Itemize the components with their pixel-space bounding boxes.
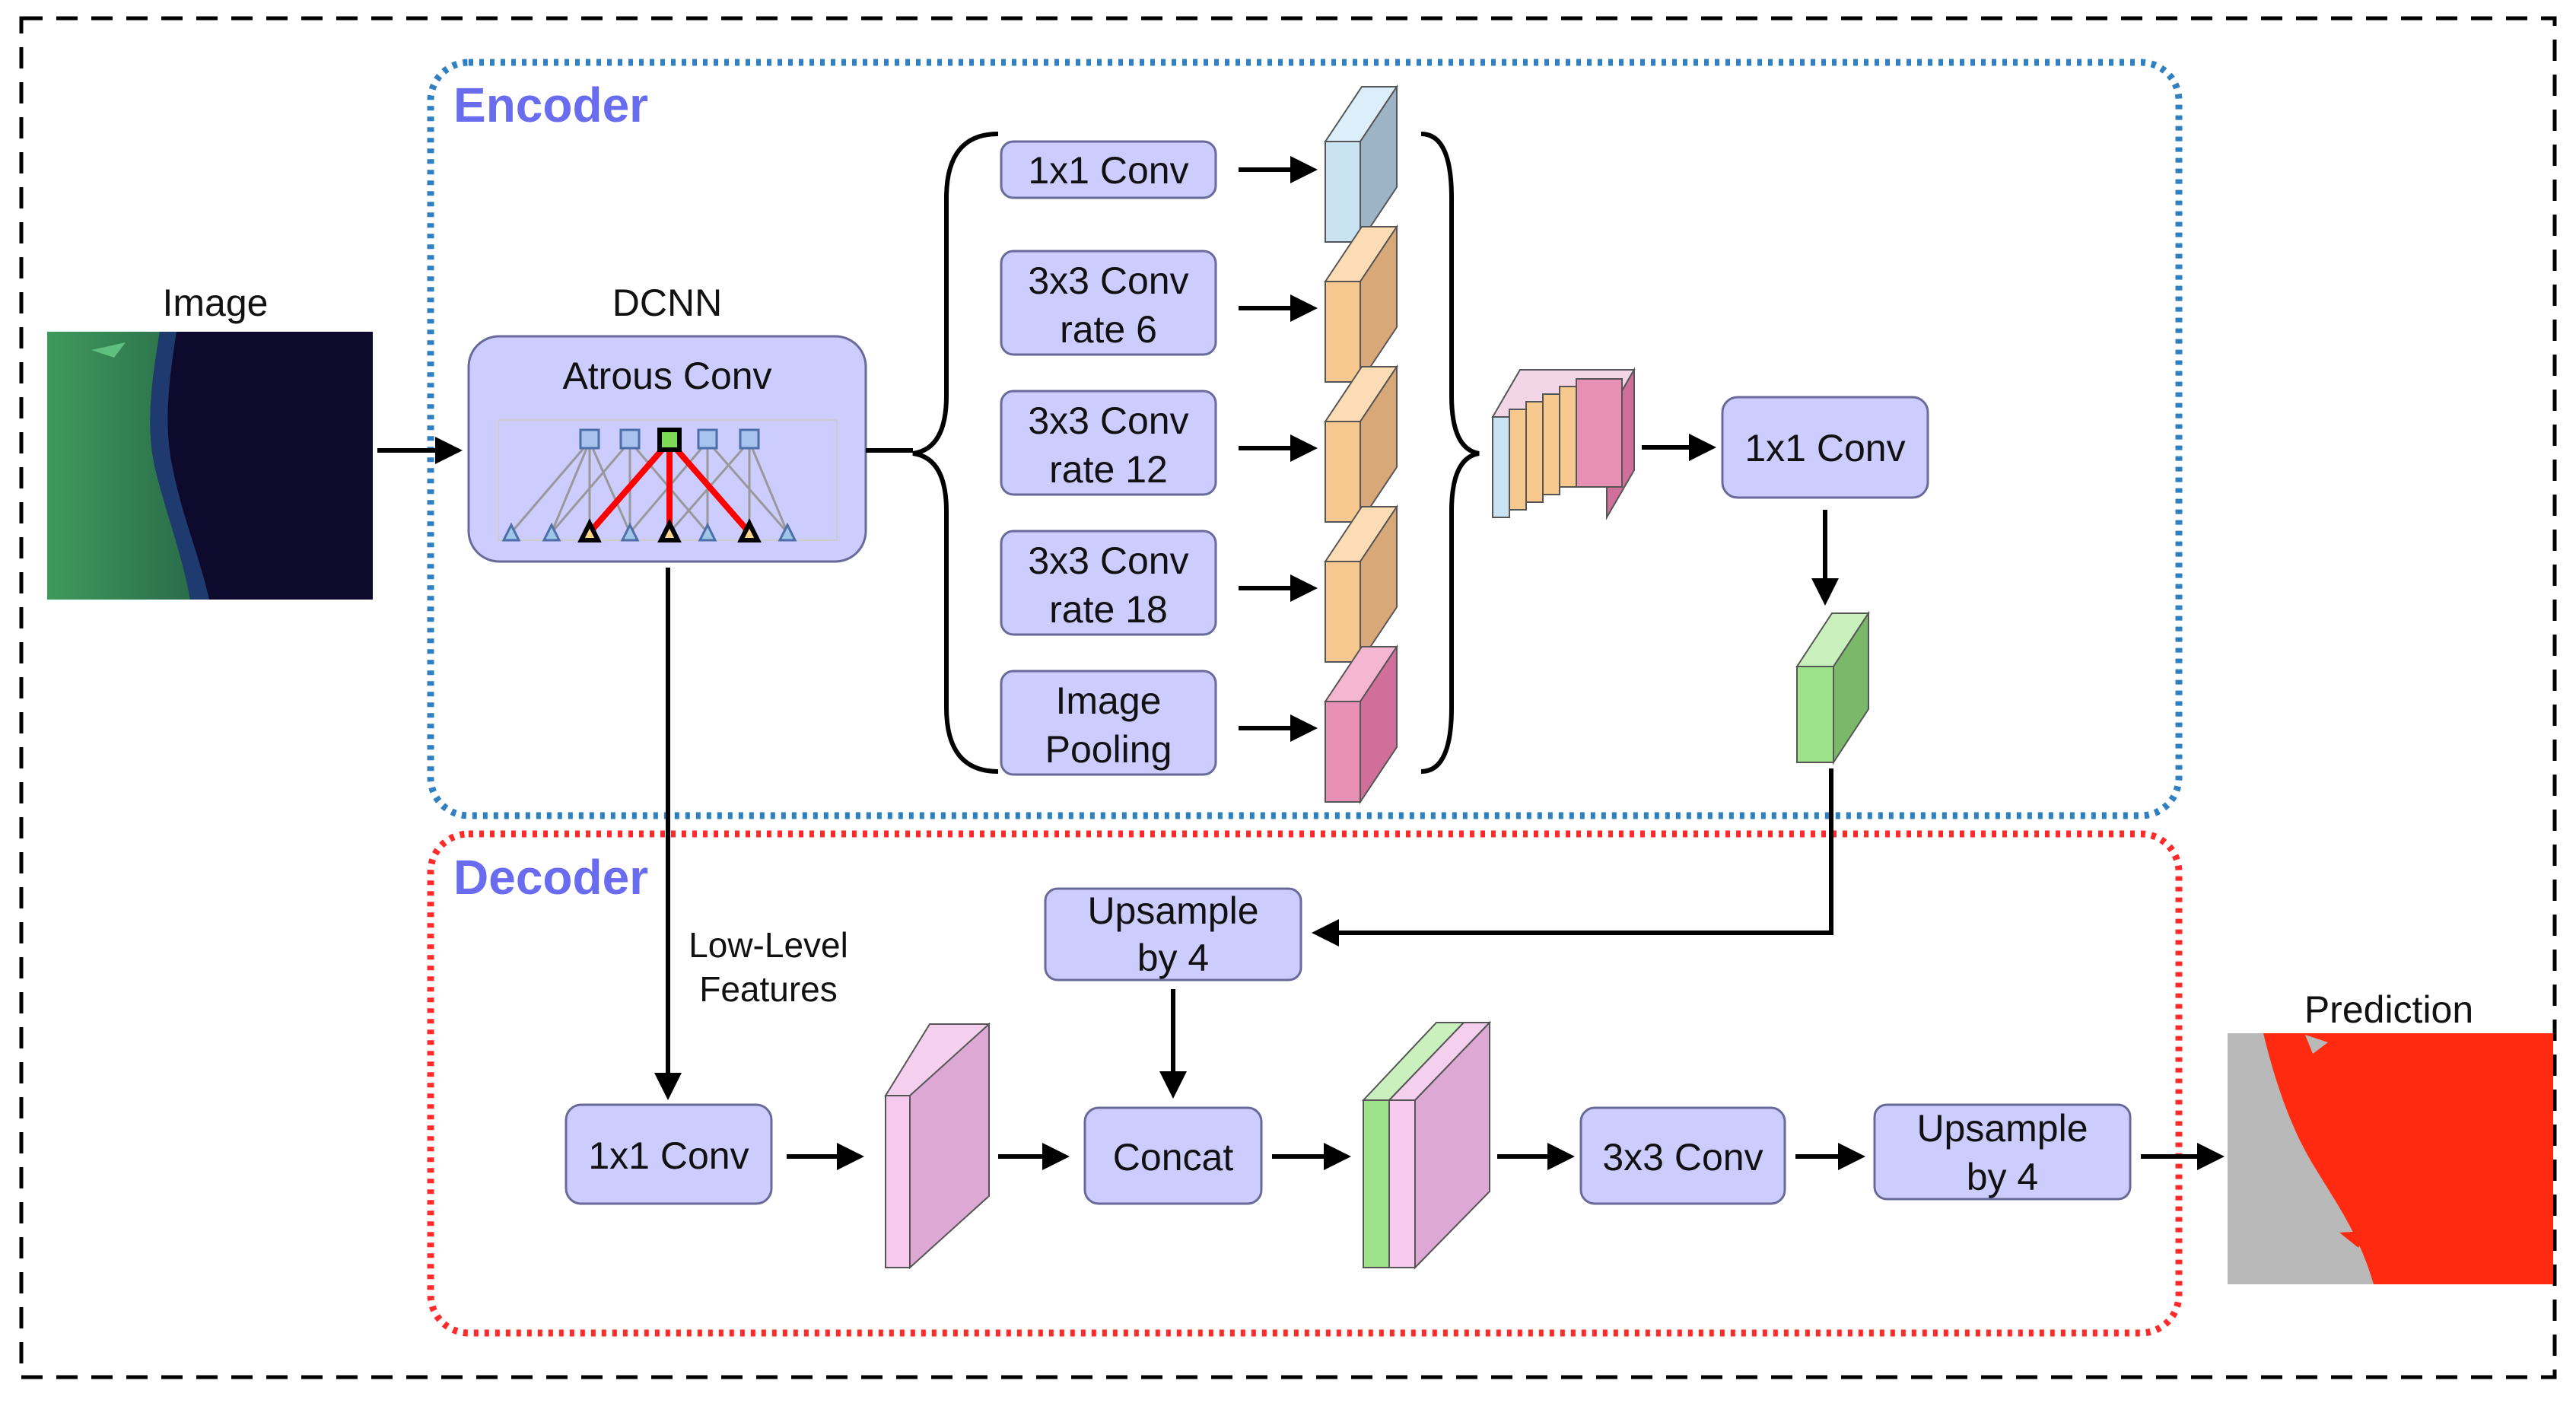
aspp-rate18-box: 3x3 Conv rate 18 bbox=[1000, 530, 1217, 636]
decoder-1x1-conv-label: 1x1 Conv bbox=[588, 1134, 749, 1177]
concat-box: Concat bbox=[1083, 1106, 1263, 1205]
feature-block-pink-pooling bbox=[1324, 644, 1398, 805]
atrous-conv-illustration bbox=[498, 419, 838, 542]
aspp-pooling-line1: Image bbox=[1056, 679, 1162, 722]
image-label: Image bbox=[163, 282, 269, 324]
atrous-conv-label: Atrous Conv bbox=[562, 355, 771, 397]
concat-label: Concat bbox=[1113, 1136, 1234, 1179]
encoder-title: Encoder bbox=[453, 78, 648, 132]
aspp-rate18-line1: 3x3 Conv bbox=[1028, 539, 1188, 582]
aspp-1x1-conv-box: 1x1 Conv bbox=[1000, 140, 1217, 199]
feature-block-orange-rate6 bbox=[1324, 224, 1398, 385]
low-level-feature-block bbox=[884, 1022, 991, 1270]
upsample2-line2: by 4 bbox=[1967, 1156, 2039, 1198]
upsample-box-1: Upsample by 4 bbox=[1044, 887, 1302, 981]
low-level-line1: Low-Level bbox=[689, 925, 848, 965]
left-brace bbox=[912, 132, 999, 774]
outer-frame bbox=[19, 16, 2557, 1379]
upsample-box-2: Upsample by 4 bbox=[1873, 1103, 2132, 1201]
aspp-1x1-conv-label: 1x1 Conv bbox=[1028, 149, 1188, 192]
feature-block-orange-rate18 bbox=[1324, 504, 1398, 665]
low-level-line2: Features bbox=[699, 969, 838, 1009]
aspp-rate6-box: 3x3 Conv rate 6 bbox=[1000, 250, 1217, 356]
aspp-rate6-line1: 3x3 Conv bbox=[1028, 259, 1188, 302]
decoder-3x3-conv-box: 3x3 Conv bbox=[1579, 1106, 1786, 1205]
feature-block-orange-rate12 bbox=[1324, 364, 1398, 525]
concatenated-features-stack bbox=[1491, 367, 1636, 520]
decoder-title: Decoder bbox=[453, 850, 648, 905]
arrow-green-to-upsample bbox=[1312, 768, 1833, 946]
decoder-3x3-conv-label: 3x3 Conv bbox=[1602, 1136, 1763, 1179]
encoder-1x1-conv-label: 1x1 Conv bbox=[1744, 427, 1905, 469]
encoder-1x1-conv-box: 1x1 Conv bbox=[1721, 396, 1929, 499]
prediction-label: Prediction bbox=[2304, 988, 2473, 1031]
upsample1-line2: by 4 bbox=[1137, 937, 1210, 979]
aspp-image-pooling-box: Image Pooling bbox=[1000, 670, 1217, 776]
input-image bbox=[47, 332, 373, 600]
prediction-image bbox=[2228, 1033, 2553, 1284]
aspp-rate12-line2: rate 12 bbox=[1049, 448, 1168, 491]
upsample1-line1: Upsample bbox=[1087, 889, 1258, 932]
aspp-rate12-box: 3x3 Conv rate 12 bbox=[1000, 390, 1217, 496]
upsample2-line1: Upsample bbox=[1916, 1107, 2088, 1150]
right-brace bbox=[1420, 132, 1480, 774]
aspp-pooling-line2: Pooling bbox=[1045, 728, 1172, 771]
decoder-1x1-conv-box: 1x1 Conv bbox=[564, 1103, 773, 1205]
dcnn-label: DCNN bbox=[612, 282, 722, 324]
aspp-rate18-line2: rate 18 bbox=[1049, 588, 1168, 631]
feature-block-blue bbox=[1324, 84, 1398, 245]
aspp-rate6-line2: rate 6 bbox=[1060, 308, 1157, 351]
encoder-output-block bbox=[1795, 610, 1870, 765]
aspp-rate12-line1: 3x3 Conv bbox=[1028, 399, 1188, 442]
concatenated-decoder-block bbox=[1361, 1020, 1492, 1270]
decoder-region bbox=[427, 830, 2183, 1337]
encoder-region bbox=[427, 59, 2183, 819]
